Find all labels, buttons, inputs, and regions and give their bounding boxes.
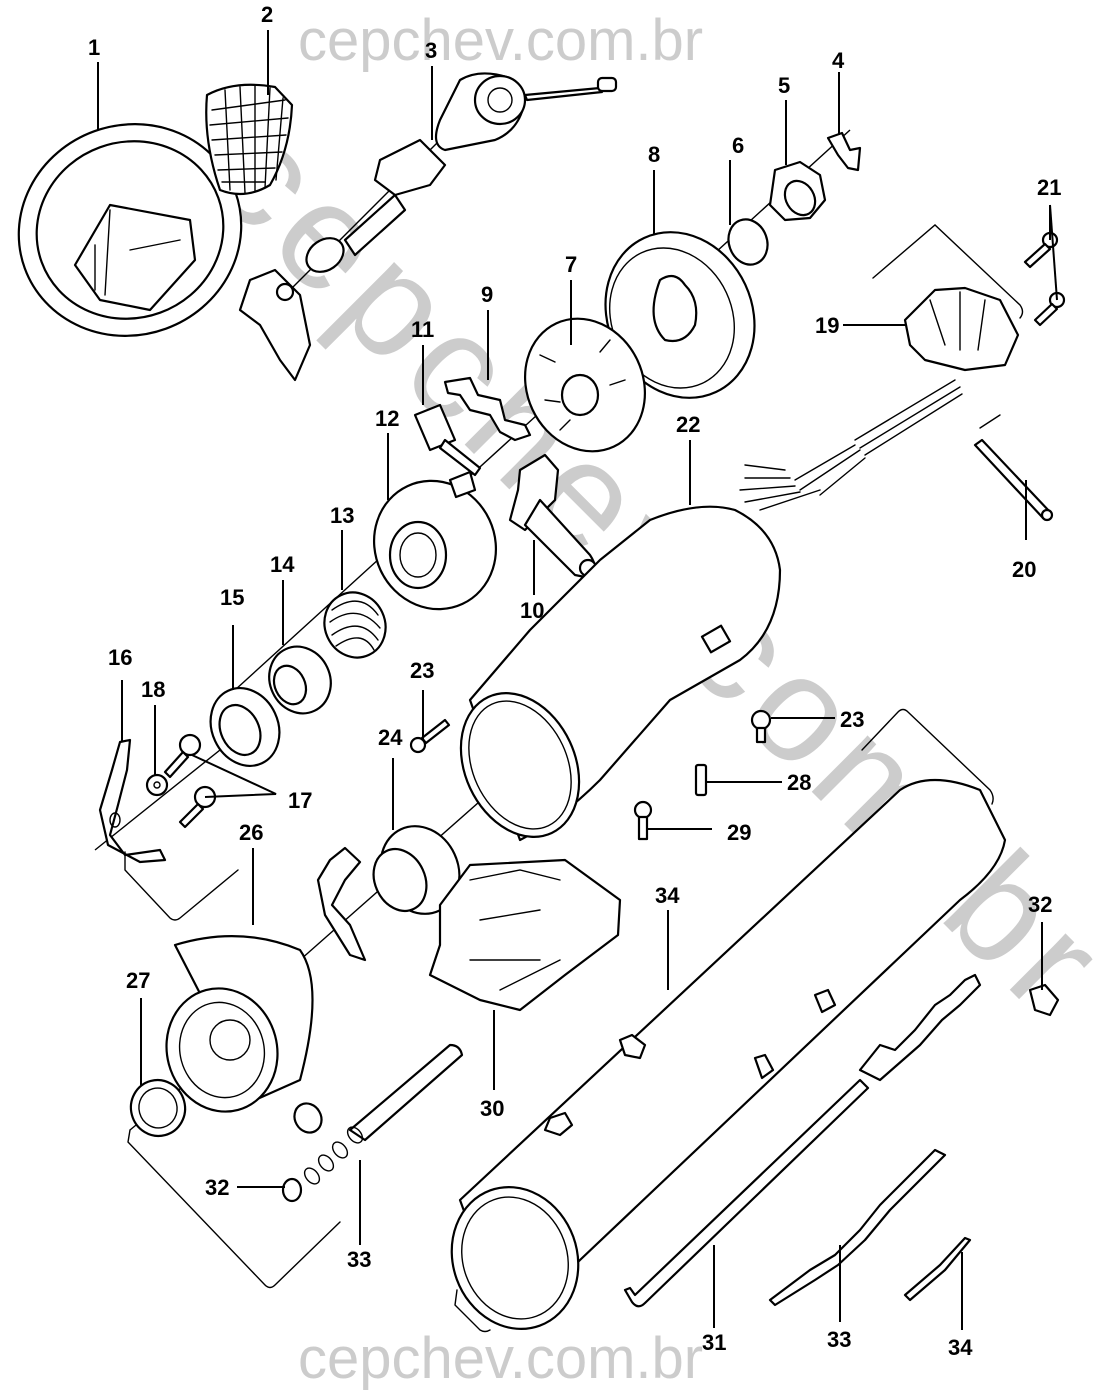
part-steering-wheel [17, 123, 243, 337]
callout-26: 26 [239, 820, 263, 845]
part-rod-33 [768, 1148, 947, 1307]
part-lower-housing [165, 935, 314, 1113]
callout-11: 11 [411, 317, 434, 342]
callout-12: 12 [375, 406, 399, 431]
part-spring-9 [443, 376, 532, 442]
panel-bracket [124, 851, 239, 921]
callout-13: 13 [330, 503, 354, 528]
part-turn-signal-switch [739, 286, 1020, 511]
part-screw-29 [633, 800, 653, 841]
callout-7: 7 [565, 252, 577, 277]
callout-30: 30 [480, 1096, 504, 1121]
part-retaining-ring [129, 1078, 187, 1138]
part-jacket [450, 778, 1007, 1331]
part-snap-ring [727, 218, 769, 266]
callout-6: 6 [732, 133, 744, 158]
callout-29: 29 [727, 820, 751, 845]
callout-22: 22 [676, 412, 700, 437]
part-ignition-switch [428, 858, 622, 1012]
part-retainer-clip [316, 846, 367, 962]
callout-33-left: 33 [347, 1247, 371, 1272]
part-spring-13 [323, 591, 387, 659]
part-bracket [98, 738, 167, 864]
callout-33-right: 33 [827, 1327, 851, 1352]
watermark-top: cepchev.com.br [298, 8, 703, 73]
part-lower-shaft [281, 1043, 464, 1203]
part-lock-plate [523, 317, 647, 453]
panel-lower-left [127, 1129, 341, 1289]
callout-32-left: 32 [205, 1175, 229, 1200]
part-cancelling-cam [604, 231, 756, 399]
callout-10: 10 [520, 598, 544, 623]
callout-20: 20 [1012, 557, 1036, 582]
leader-lines [97, 30, 1058, 1330]
part-bearing-24 [372, 825, 461, 915]
part-lock-housing [372, 470, 498, 611]
callout-23-right: 23 [840, 707, 864, 732]
callout-23-left: 23 [410, 658, 434, 683]
callout-3: 3 [425, 38, 437, 63]
panel-switch [872, 224, 1024, 319]
part-column-housing [459, 505, 782, 842]
part-washer [145, 773, 169, 797]
callout-28: 28 [787, 770, 811, 795]
callout-17: 17 [288, 788, 312, 813]
panel-jacket-top [861, 708, 994, 805]
part-key [413, 403, 482, 477]
part-clip-34 [903, 1236, 972, 1302]
callout-5: 5 [778, 73, 790, 98]
callout-27: 27 [126, 968, 150, 993]
callout-31: 31 [702, 1330, 726, 1355]
part-clip-4 [826, 131, 862, 172]
callout-14: 14 [270, 552, 295, 577]
panel-jacket-bottom [454, 1289, 491, 1333]
callout-labels: 1 2 3 4 5 6 7 8 9 10 11 12 13 14 15 16 1… [88, 2, 1061, 1360]
part-pin [973, 438, 1054, 522]
part-bolt-23-right [750, 709, 772, 744]
callout-8: 8 [648, 142, 660, 167]
part-shift-rod [623, 973, 982, 1308]
callout-19: 19 [815, 313, 839, 338]
part-horn-pad [205, 83, 294, 196]
callout-21: 21 [1037, 175, 1061, 200]
part-bolt-23-left [409, 718, 451, 754]
callout-2: 2 [261, 2, 273, 27]
callout-34-bottom: 34 [948, 1335, 973, 1360]
group-panels [124, 224, 1024, 1333]
callout-9: 9 [481, 282, 493, 307]
callout-32-right: 32 [1028, 892, 1052, 917]
part-stud-28 [694, 763, 708, 797]
part-small-nut [293, 1102, 323, 1134]
panel-switch-tail [979, 414, 1001, 429]
part-seal [209, 687, 281, 767]
part-nut [768, 160, 827, 222]
part-screws-17 [163, 733, 217, 829]
part-screws-21 [1023, 231, 1066, 327]
callout-4: 4 [832, 48, 845, 73]
callout-18: 18 [141, 677, 165, 702]
part-upper-column [238, 72, 618, 382]
callout-24: 24 [378, 725, 403, 750]
callout-15: 15 [220, 585, 244, 610]
watermark-bottom: cepchev.com.br [298, 1326, 703, 1391]
callout-16: 16 [108, 645, 132, 670]
part-bearing-race [268, 645, 332, 715]
callout-34-top: 34 [655, 883, 680, 908]
callout-1: 1 [88, 35, 100, 60]
